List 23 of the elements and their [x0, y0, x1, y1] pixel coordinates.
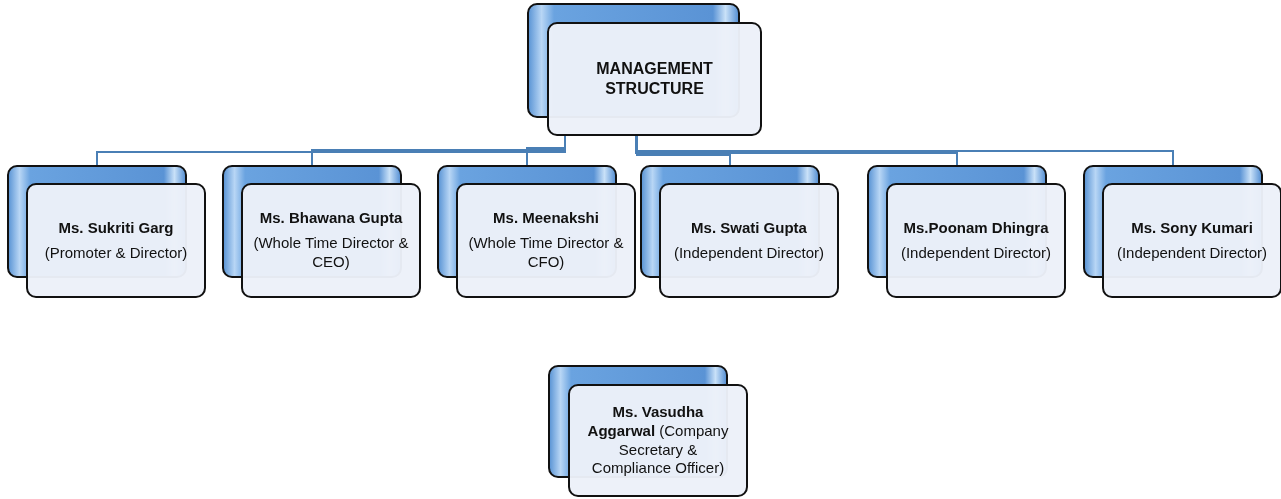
person-name: Ms. Swati Gupta [691, 218, 807, 238]
org-chart-card [1083, 165, 1281, 298]
role-text: (Whole Time Director & CFO) [468, 234, 624, 272]
connector-line [635, 135, 958, 166]
role-text: (Independent Director) [900, 243, 1052, 263]
org-chart-card [222, 165, 421, 298]
org-chart-card [527, 3, 762, 136]
person-name: Ms.Poonam Dhingra [903, 218, 1049, 238]
org-chart-card [640, 165, 839, 298]
person-name: Ms. Sukriti Garg [58, 218, 174, 238]
chart-title-text: MANAGEMENT STRUCTURE [595, 59, 714, 99]
role-text: (Promoter & Director) [44, 243, 188, 263]
person-entry-text: Ms. Vasudha Aggarwal (Company Secretary & Compliance Officer) [586, 403, 730, 478]
role-text: (Independent Director) [673, 243, 825, 263]
person-name: Ms. Meenakshi [493, 209, 599, 229]
org-chart-card [548, 365, 748, 497]
org-chart-card [7, 165, 206, 298]
person-name: Ms. Bhawana Gupta [259, 209, 403, 229]
role-text: (Independent Director) [1116, 243, 1268, 263]
role-text: (Whole Time Director & CEO) [253, 234, 409, 272]
org-chart-card [437, 165, 636, 298]
person-name: Ms. Sony Kumari [1131, 218, 1253, 238]
org-chart-card [867, 165, 1066, 298]
